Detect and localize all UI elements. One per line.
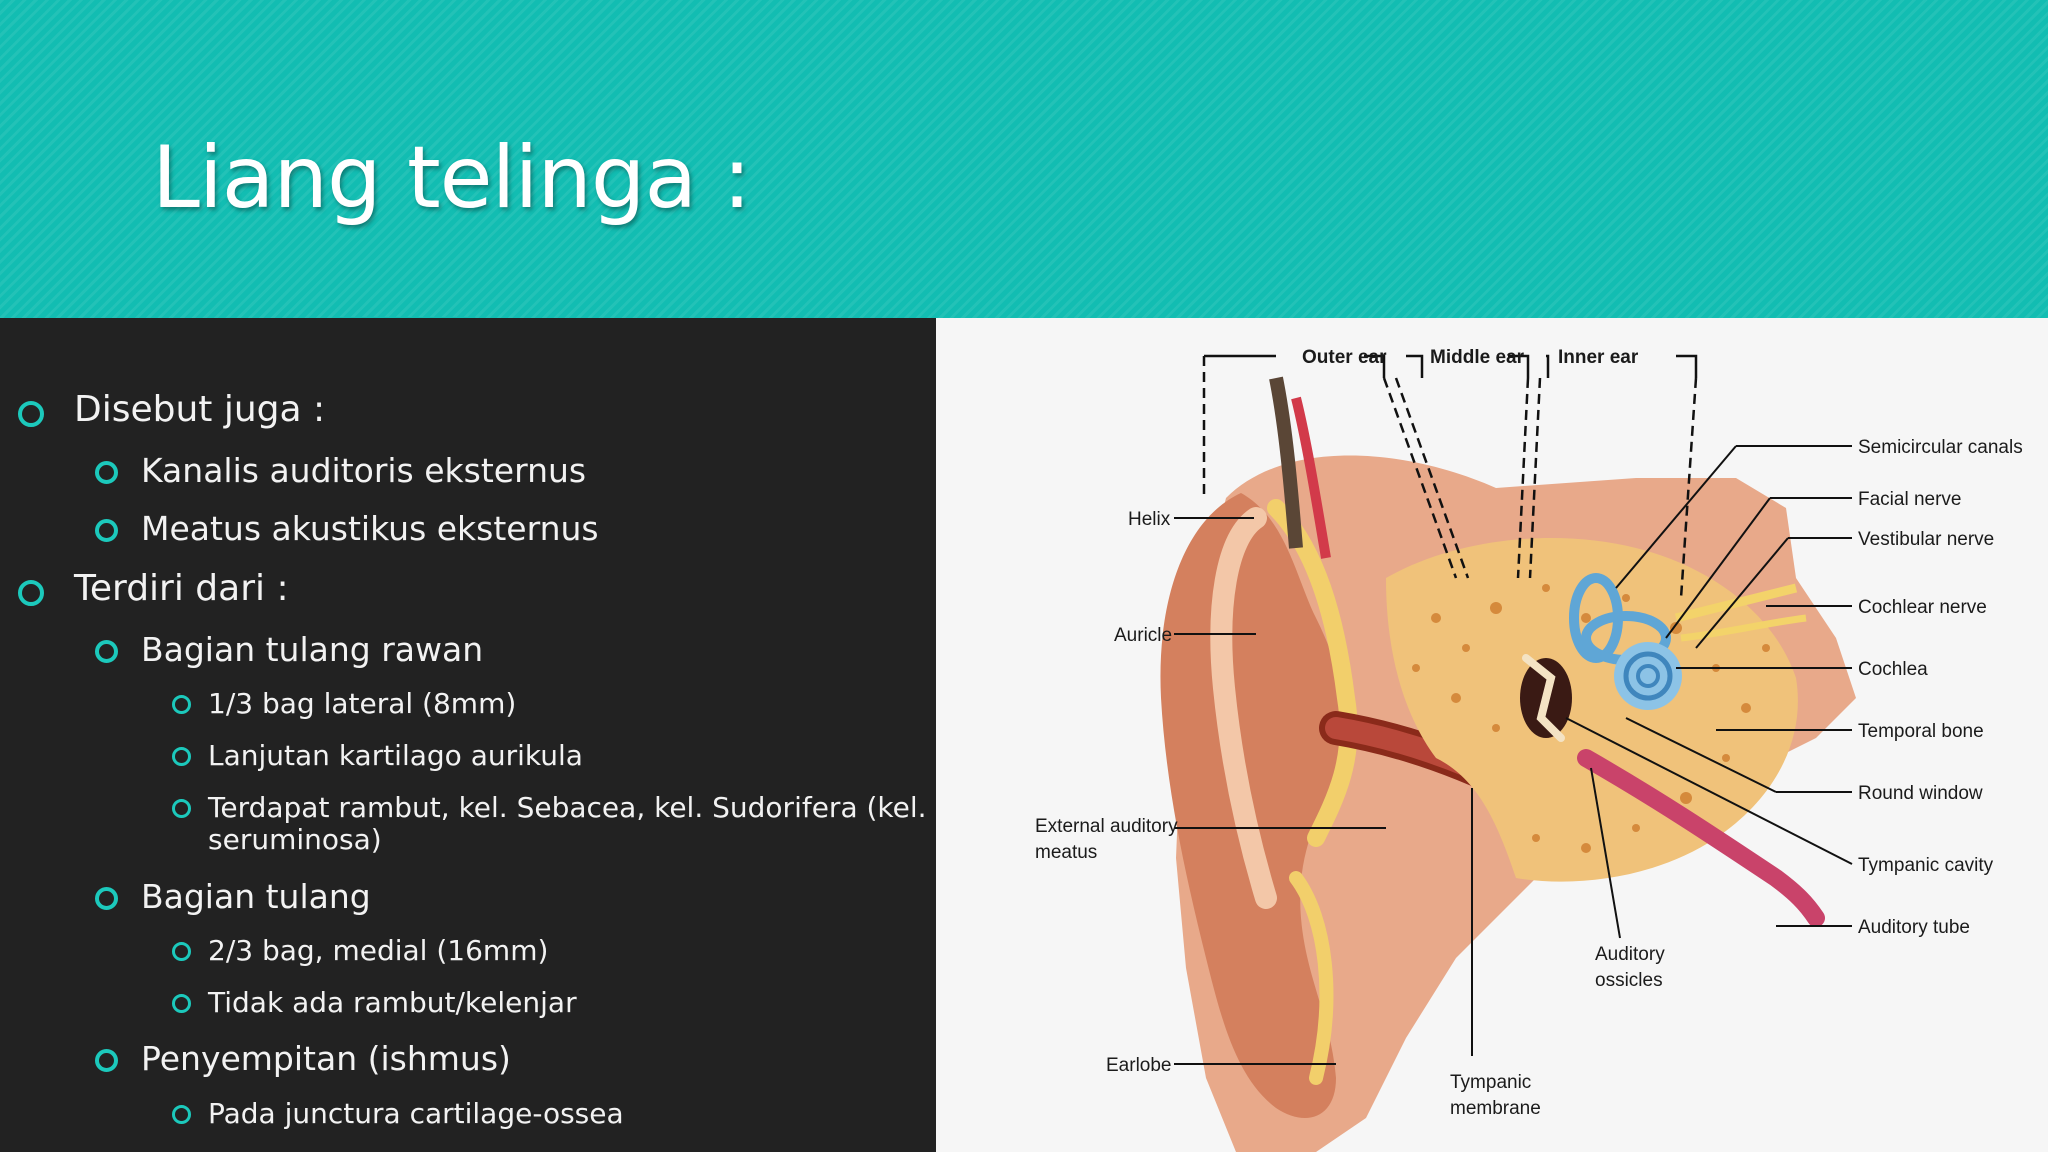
label-round-window: Round window [1858,783,1983,804]
bullet-text: Terdiri dari : [74,568,289,609]
label-earlobe: Earlobe [1106,1055,1172,1076]
bullet-text-continued: seruminosa) [208,823,382,856]
label-tympanic-membrane-line1: Tympanic [1450,1072,1531,1093]
bullet-ring-icon [95,887,118,910]
label-cochlear-nerve: Cochlear nerve [1858,597,1987,618]
bullet-ring-icon [95,519,118,542]
leader-lines [1174,445,1853,1065]
label-tympanic-cavity: Tympanic cavity [1858,855,1994,876]
bullet-ring-icon [18,580,44,606]
bullet-duapertiga-medial: 2/3 bag, medial (16mm) [172,934,549,967]
bullet-text: Disebut juga : [74,389,326,430]
ear-anatomy-diagram: Outer ear Middle ear Inner ear He [1035,347,2023,1152]
bullet-text: Terdapat rambut, kel. Sebacea, kel. Sudo… [208,791,927,824]
bullet-ring-icon [18,401,44,427]
bullet-panel [0,318,936,1152]
bullet-bagian-tulang: Bagian tulang [95,877,371,916]
bullet-text: Tidak ada rambut/kelenjar [208,986,577,1019]
slide-title: Liang telinga : [152,128,751,228]
bullet-tidak-ada-rambut: Tidak ada rambut/kelenjar [172,986,577,1019]
label-outer-ear: Outer ear [1302,347,1387,368]
bullet-text: 1/3 bag lateral (8mm) [208,687,517,720]
label-semicircular-canals: Semicircular canals [1858,437,2023,458]
bullet-text: Pada junctura cartilage-ossea [208,1097,624,1130]
label-middle-ear: Middle ear [1430,347,1525,368]
bullet-lanjutan-kartilago: Lanjutan kartilago aurikula [172,739,583,772]
bullet-kanalis: Kanalis auditoris eksternus [95,451,587,490]
section-brackets [1202,354,1698,599]
label-auditory-tube: Auditory tube [1858,917,1970,938]
label-helix: Helix [1128,509,1171,530]
bullet-penyempitan: Penyempitan (ishmus) [95,1039,511,1078]
bullet-text: Kanalis auditoris eksternus [141,451,587,490]
title-banner: Liang telinga : [0,0,2048,318]
bullet-ring-icon [172,695,191,714]
label-temporal-bone: Temporal bone [1858,721,1984,742]
ear-anatomy-figure: Outer ear Middle ear Inner ear He [936,318,2048,1152]
bullet-ring-icon [95,640,118,663]
bullet-ring-icon [95,461,118,484]
bullet-ring-icon [95,1049,118,1072]
label-auricle: Auricle [1114,625,1172,646]
bullet-sepertiga-lateral: 1/3 bag lateral (8mm) [172,687,517,720]
bullet-terdapat-rambut: Terdapat rambut, kel. Sebacea, kel. Sudo… [172,791,927,856]
bullet-text: Lanjutan kartilago aurikula [208,739,583,772]
label-cochlea: Cochlea [1858,659,1928,680]
bullet-disebut-juga: Disebut juga : [18,389,326,430]
label-external-meatus-line2: meatus [1035,842,1097,863]
ear-drawing [1160,376,1856,1152]
bullet-ring-icon [172,799,191,818]
label-auditory-ossicles-line2: ossicles [1595,970,1663,991]
bullet-ring-icon [172,994,191,1013]
bullet-text: Penyempitan (ishmus) [141,1039,511,1078]
label-facial-nerve: Facial nerve [1858,489,1962,510]
bullet-text: Bagian tulang rawan [141,630,484,669]
label-inner-ear: Inner ear [1558,347,1639,368]
bullet-ring-icon [172,747,191,766]
bullet-text: Bagian tulang [141,877,371,916]
bullet-text: 2/3 bag, medial (16mm) [208,934,549,967]
label-tympanic-membrane-line2: membrane [1450,1098,1541,1119]
bullet-ring-icon [172,942,191,961]
label-external-meatus-line1: External auditory [1035,816,1178,837]
bullet-ring-icon [172,1105,191,1124]
label-auditory-ossicles-line1: Auditory [1595,944,1665,965]
label-vestibular-nerve: Vestibular nerve [1858,529,1994,550]
bullet-terdiri-dari: Terdiri dari : [18,568,289,609]
bullet-text: Meatus akustikus eksternus [141,509,599,548]
bullet-junctura: Pada junctura cartilage-ossea [172,1097,624,1130]
bullet-tulang-rawan: Bagian tulang rawan [95,630,484,669]
bullet-meatus: Meatus akustikus eksternus [95,509,599,548]
